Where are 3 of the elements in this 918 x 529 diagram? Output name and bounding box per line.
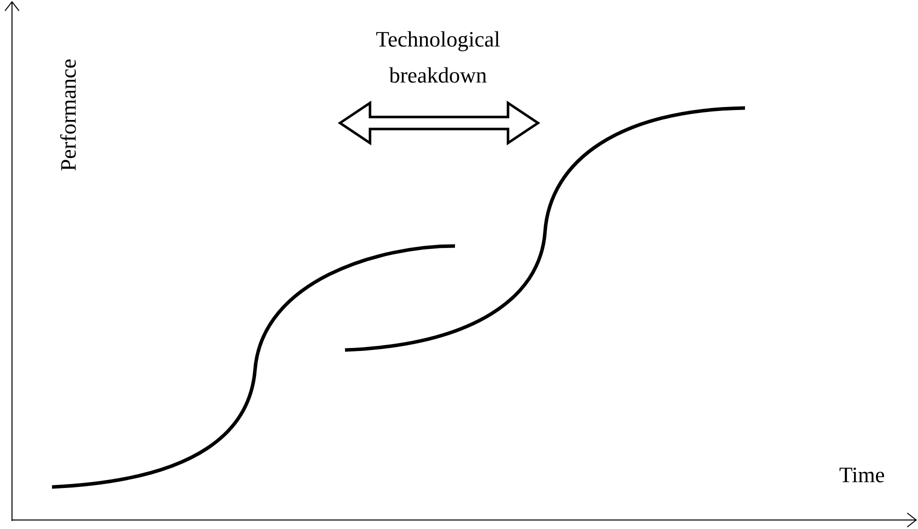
axis-label: Performance	[60, 60, 76, 171]
annotation-text: Technological breakdown	[376, 31, 500, 83]
axis-label: Time	[840, 468, 884, 482]
